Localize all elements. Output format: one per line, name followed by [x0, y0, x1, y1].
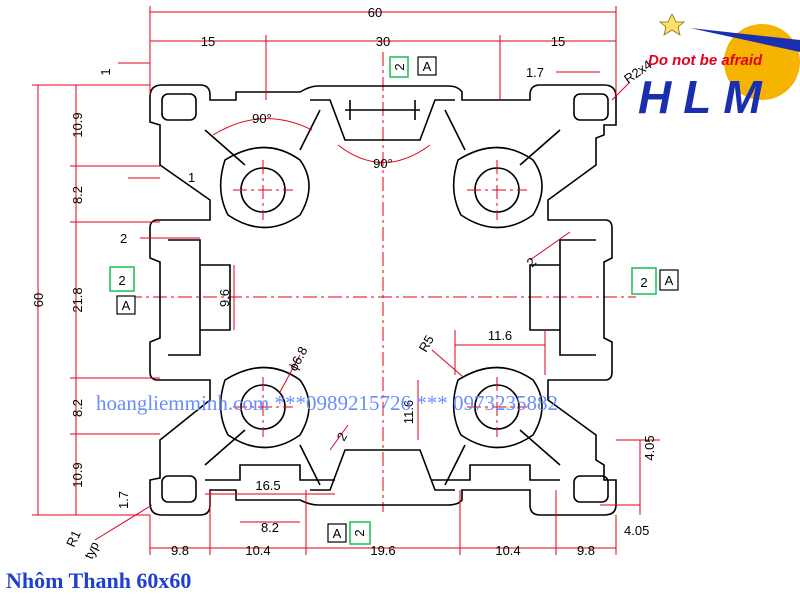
dim-overall-width: 60: [368, 5, 382, 20]
dimension-lines: [32, 6, 660, 555]
dim-slot-16-5: 16.5: [255, 478, 280, 493]
dim-radius-r5: R5: [416, 333, 437, 355]
bottom-slot-right: [432, 464, 560, 481]
dim-width-11-6: 11.6: [488, 328, 512, 343]
top-slot-inner: [345, 100, 420, 120]
dim-r1: R1: [63, 528, 84, 549]
lobe-top-right: [452, 146, 543, 229]
star-icon: [658, 13, 686, 36]
dim-slot-8-2: 8.2: [261, 520, 279, 535]
svg-text:A: A: [665, 273, 674, 288]
logo-slogan: Do not be afraid: [648, 52, 763, 69]
rib-bottom-right: [444, 429, 561, 486]
dim-typ: typ: [81, 539, 102, 561]
logo-brand: HLM: [638, 71, 774, 123]
dim-angle-left: 90°: [252, 111, 272, 126]
dim-wall-1: 1: [188, 170, 195, 185]
rib-top-left: [204, 109, 321, 166]
dim-top-right-1-7: 1.7: [526, 65, 544, 80]
dim-right-4-05-upper: 4.05: [642, 435, 657, 460]
dim-slot-9-6: 9.6: [217, 289, 232, 307]
rib-bottom-left: [204, 429, 321, 486]
rib-top-right: [444, 109, 561, 166]
svg-text:A: A: [423, 59, 432, 74]
dim-left-21-8: 21.8: [70, 287, 85, 312]
lobe-top-left: [219, 146, 310, 229]
bottom-slot: [310, 449, 455, 491]
corner-cavity-top-left: [161, 93, 197, 121]
dim-left-10-9-b: 10.9: [70, 462, 85, 487]
left-slot: [168, 239, 231, 356]
dim-bottom-10-4-right: 10.4: [495, 543, 520, 558]
datum-top: 2 A: [389, 56, 437, 78]
corner-cavity-bottom-right: [573, 475, 609, 503]
svg-text:A: A: [122, 298, 131, 313]
hlm-logo: Do not be afraid HLM: [638, 13, 800, 123]
svg-text:2: 2: [392, 63, 407, 70]
profile-outer-contour: [149, 84, 617, 516]
dim-overall-height: 60: [31, 293, 46, 307]
datum-right: 2 A: [631, 267, 679, 295]
logo-swoosh: [690, 28, 800, 52]
svg-text:2: 2: [640, 275, 647, 290]
corner-cavity-top-right: [573, 93, 609, 121]
product-caption: Nhôm Thanh 60x60: [6, 568, 192, 593]
dim-wall-2-left: 2: [120, 231, 127, 246]
dim-left-1: 1: [98, 68, 113, 75]
dim-left-10-9: 10.9: [70, 112, 85, 137]
top-slot: [310, 99, 455, 141]
dim-bottom-10-4-left: 10.4: [245, 543, 270, 558]
bottom-slot-inner: [205, 464, 335, 481]
hole-center-marks: [233, 160, 527, 437]
watermark-text: hoangliemminh.com ***0989215726 *** 0973…: [96, 391, 558, 415]
dim-bottom-9-8-left: 9.8: [171, 543, 189, 558]
corner-cavity-bottom-left: [161, 475, 197, 503]
dim-bottom-9-8-right: 9.8: [577, 543, 595, 558]
datum-left: 2 A: [109, 266, 136, 315]
svg-text:2: 2: [352, 529, 367, 536]
lobe-bottom-right: [452, 366, 543, 449]
dim-bottom-19-6: 19.6: [370, 543, 395, 558]
dim-right-4-05-lower: 4.05: [624, 523, 649, 538]
dim-height-11-6: 11.6: [401, 400, 416, 424]
lobe-bottom-left: [219, 366, 310, 449]
dim-hole-diameter: ϕ6.8: [285, 344, 310, 373]
dim-wall-2-right: 2: [524, 254, 540, 270]
dim-left-8-2: 8.2: [70, 186, 85, 204]
dim-top-right-15: 15: [551, 34, 565, 49]
dim-left-1-7: 1.7: [116, 491, 131, 509]
svg-text:2: 2: [118, 273, 125, 288]
dim-top-left-15: 15: [201, 34, 215, 49]
dim-left-8-2-b: 8.2: [70, 399, 85, 417]
dim-angle-center: 90°: [373, 156, 393, 171]
dim-top-middle-30: 30: [376, 34, 390, 49]
svg-text:A: A: [333, 526, 342, 541]
datum-bottom: A 2: [327, 521, 371, 545]
